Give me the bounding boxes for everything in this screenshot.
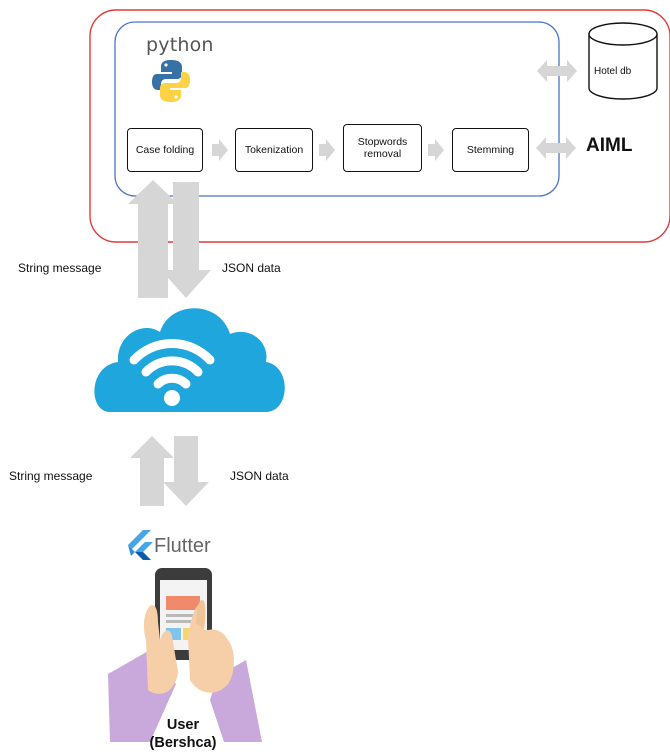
pipeline-step-stopwords-removal: Stopwords removal — [343, 124, 422, 172]
upper-string-message-label: String message — [18, 261, 102, 275]
flutter-label: Flutter — [154, 535, 211, 557]
pipeline-arrow-3 — [428, 139, 444, 161]
lower-json-data-label: JSON data — [230, 469, 289, 483]
aiml-double-arrow — [536, 137, 576, 159]
upper-json-data-label: JSON data — [222, 261, 281, 275]
pipeline-arrow-2 — [319, 139, 335, 161]
pipeline-arrows — [212, 139, 444, 161]
database-cylinder-icon — [588, 22, 658, 100]
lower-down-arrow — [163, 436, 209, 506]
database-label: Hotel db — [594, 66, 632, 77]
flutter-logo-icon — [128, 530, 153, 560]
lower-up-arrow — [130, 436, 174, 506]
lower-string-message-label: String message — [9, 469, 93, 483]
aiml-label: AIML — [586, 135, 633, 156]
user-phone-illustration — [108, 568, 262, 742]
python-label: python — [146, 34, 214, 56]
pipeline-step-tokenization: Tokenization — [235, 128, 313, 172]
user-label: User (Bershca) — [148, 716, 218, 752]
pipeline-arrow-1 — [212, 139, 228, 161]
pipeline-step-stemming: Stemming — [452, 128, 529, 172]
python-container — [114, 21, 560, 197]
python-logo-icon — [152, 60, 190, 102]
upper-up-arrow — [128, 180, 178, 298]
user-name: User — [166, 717, 200, 733]
db-double-arrow — [537, 60, 577, 82]
cloud-wifi-icon — [94, 308, 285, 412]
user-alias: (Bershca) — [149, 735, 217, 752]
pipeline-step-case-folding: Case folding — [127, 128, 203, 172]
server-container — [89, 9, 670, 243]
upper-down-arrow — [161, 182, 211, 298]
